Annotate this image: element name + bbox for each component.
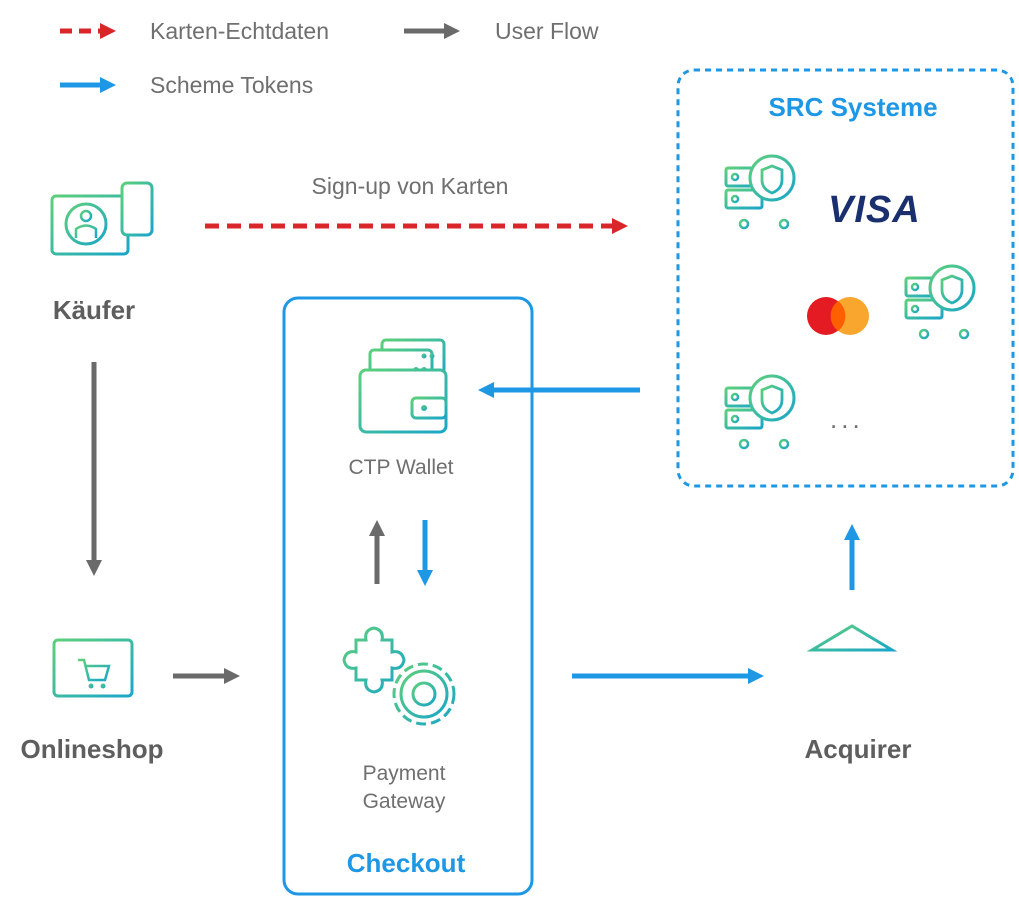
user-with-device-icon xyxy=(50,181,154,264)
wallet-cards-icon xyxy=(358,338,448,434)
server-shield-icon xyxy=(724,374,796,450)
acquirer-label: Acquirer xyxy=(805,734,912,764)
signup-edge-label: Sign-up von Karten xyxy=(312,173,509,199)
legend-user-flow-label: User Flow xyxy=(495,18,599,44)
buyer-label: Käufer xyxy=(53,295,135,325)
mastercard-logo xyxy=(807,297,869,335)
shop-node: Onlineshop xyxy=(21,638,164,764)
visa-logo: VISA xyxy=(828,189,921,231)
acquirer-node: Acquirer xyxy=(805,624,912,764)
buyer-node: Käufer xyxy=(50,181,154,325)
src-group: SRC Systeme VISA ... xyxy=(676,68,1015,488)
checkout-box xyxy=(282,296,534,896)
src-box xyxy=(676,68,1015,488)
wallet-node: CTP Wallet xyxy=(348,338,454,479)
legend-scheme-tokens-label: Scheme Tokens xyxy=(150,72,313,98)
checkout-title: Checkout xyxy=(347,848,466,878)
gateway-label-line2: Gateway xyxy=(363,790,446,813)
signup-edge: Sign-up von Karten xyxy=(205,173,629,235)
wallet-label: CTP Wallet xyxy=(348,456,453,479)
checkout-group: Checkout CTP Wallet xyxy=(282,296,534,896)
more-schemes-ellipsis: ... xyxy=(830,404,864,434)
shop-label: Onlineshop xyxy=(21,734,164,764)
src-title: SRC Systeme xyxy=(768,92,937,122)
server-shield-icon xyxy=(904,264,976,340)
legend-card-data-label: Karten-Echtdaten xyxy=(150,18,329,44)
puzzle-gear-icon xyxy=(342,626,456,726)
laptop-shopping-cart-icon xyxy=(50,638,138,707)
gateway-node: Payment Gateway xyxy=(342,626,456,813)
gateway-label-line1: Payment xyxy=(363,762,446,785)
server-shield-icon xyxy=(724,154,796,230)
legend: Karten-Echtdaten User Flow Scheme Tokens xyxy=(60,18,599,98)
bank-icon xyxy=(806,624,898,704)
